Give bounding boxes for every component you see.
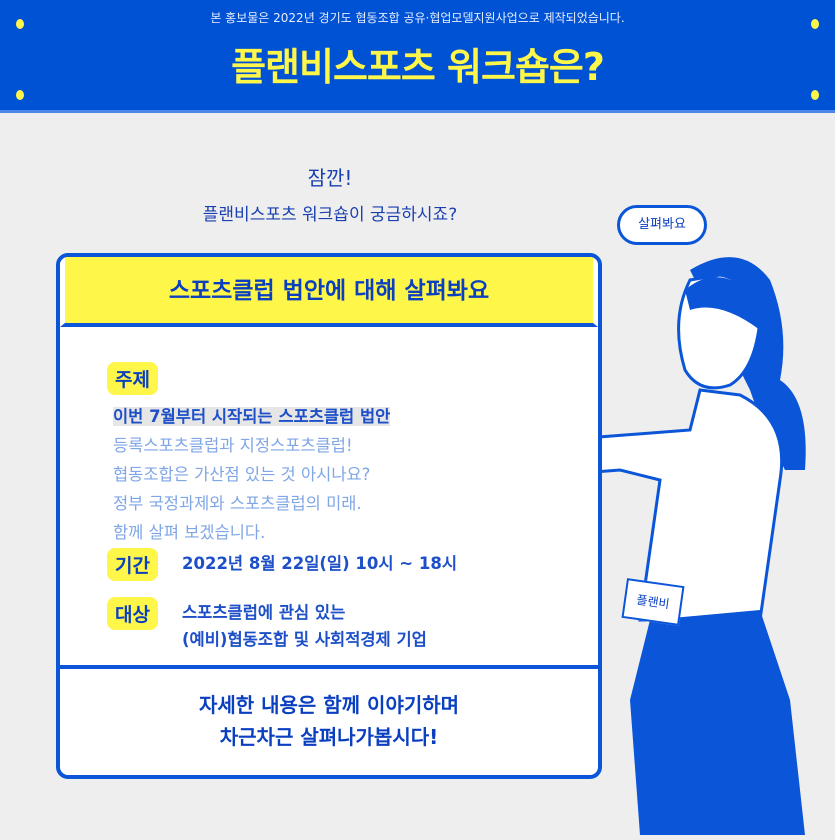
topic-line: 정부 국정과제와 스포츠클럽의 미래. (113, 494, 362, 513)
page-title: 플랜비스포츠 워크숍은? (231, 45, 605, 89)
intro-line-2: 플랜비스포츠 워크숍이 궁금하시죠? (202, 205, 458, 225)
footer-message: 자세한 내용은 함께 이야기하며 차근차근 살펴나가봅시다! (60, 689, 598, 753)
divider (60, 665, 598, 669)
period-value: 2022년 8월 22일(일) 10시 ~ 18시 (182, 554, 457, 573)
target-line: (예비)협동조합 및 사회적경제 기업 (182, 630, 427, 649)
topic-line: 함께 살펴 보겠습니다. (113, 523, 266, 542)
intro-line-1: 잠깐! (307, 166, 353, 190)
dot-decoration (16, 90, 24, 100)
topic-line-highlight: 이번 7월부터 시작되는 스포츠클럽 법안 (113, 407, 391, 426)
footer-line: 자세한 내용은 함께 이야기하며 (198, 693, 460, 717)
dot-decoration (811, 90, 819, 100)
target-line: 스포츠클럽에 관심 있는 (182, 603, 346, 622)
period-label: 기간 (107, 548, 158, 581)
dot-decoration (16, 19, 24, 29)
speech-bubble: 살펴봐요 (617, 205, 707, 245)
funding-notice: 본 홍보물은 2022년 경기도 협동조합 공유·협업모델지원사업으로 제작되었… (210, 11, 625, 25)
topic-line: 등록스포츠클럽과 지정스포츠클럽! (113, 436, 353, 455)
header-banner: 본 홍보물은 2022년 경기도 협동조합 공유·협업모델지원사업으로 제작되었… (0, 0, 835, 113)
target-label: 대상 (107, 597, 158, 630)
dot-decoration (811, 19, 819, 29)
footer-line: 차근차근 살펴나가봅시다! (219, 725, 439, 749)
card-heading: 스포츠클럽 법안에 대해 살펴봐요 (60, 257, 598, 327)
topic-line: 협동조합은 가산점 있는 것 아시나요? (113, 465, 371, 484)
info-card: 스포츠클럽 법안에 대해 살펴봐요 주제 이번 7월부터 시작되는 스포츠클럽 … (56, 253, 602, 779)
name-badge: 플랜비 (621, 578, 685, 626)
topic-label: 주제 (107, 362, 158, 395)
